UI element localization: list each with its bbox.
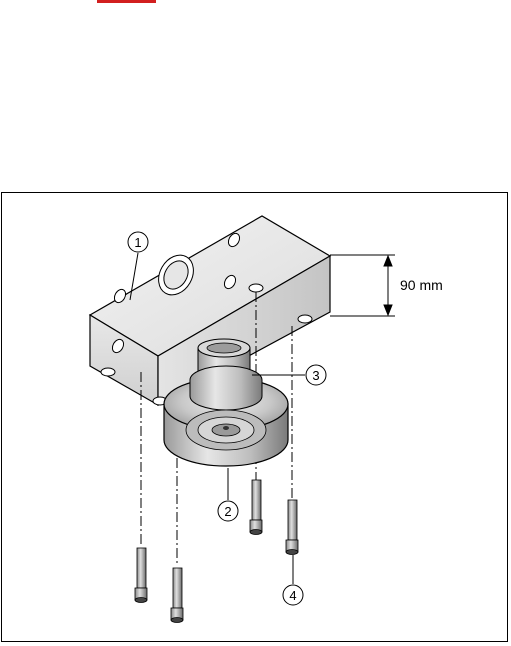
svg-text:2: 2 (224, 504, 231, 519)
screw (250, 480, 262, 535)
svg-text:3: 3 (312, 368, 319, 383)
callout-3: 3 (306, 365, 326, 385)
dimension-marker (330, 255, 395, 316)
svg-text:4: 4 (289, 588, 296, 603)
screw (171, 568, 183, 623)
callout-2: 2 (218, 501, 238, 521)
dimension-label: 90 mm (400, 277, 443, 293)
callout-1: 1 (128, 232, 148, 252)
svg-text:1: 1 (134, 235, 141, 250)
screw (135, 548, 147, 603)
screw (286, 500, 298, 555)
callout-4: 4 (283, 585, 303, 605)
